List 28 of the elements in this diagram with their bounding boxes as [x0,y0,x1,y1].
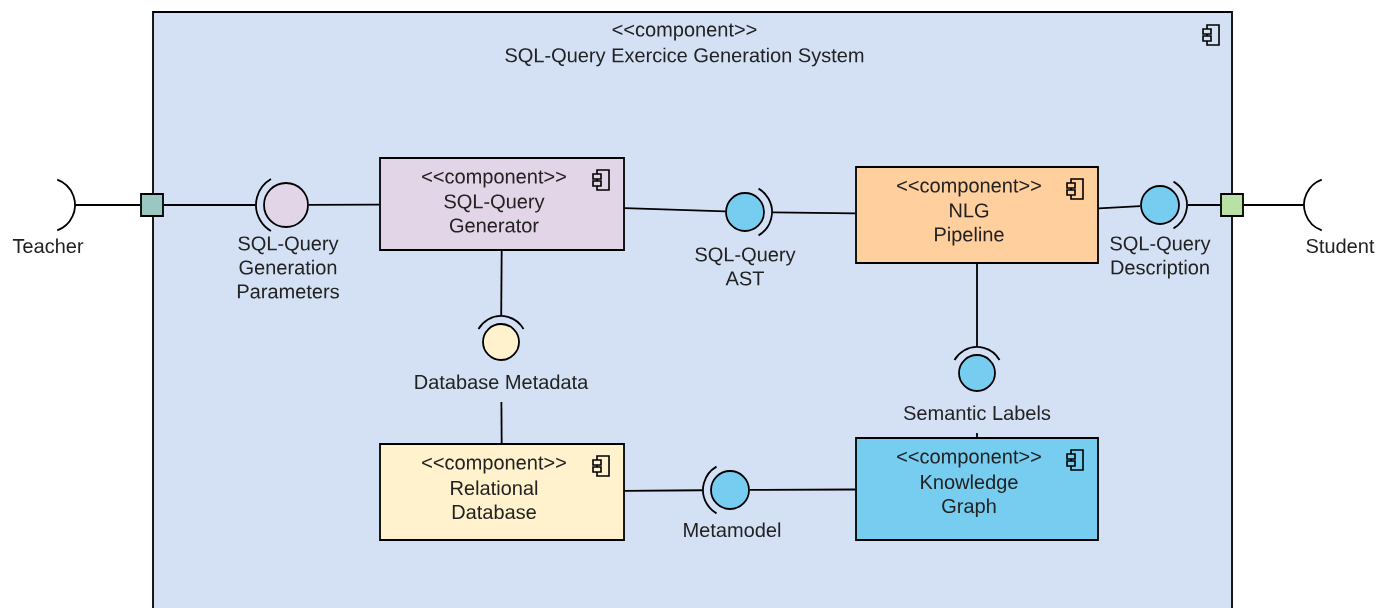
connector-line [976,263,978,347]
connector-line [500,250,503,316]
connector-line [1098,205,1142,210]
component-box: <<component>> NLG Pipeline [855,166,1099,264]
component-box: <<component>> SQL-Query Generator [379,157,625,251]
actor-label: Student [1306,238,1375,254]
actor-label: Teacher [12,238,84,254]
interface-label: Semantic Labels [904,405,1051,421]
connector-line [976,432,978,438]
connector-line [772,211,856,215]
interface-label: SQL-Query Description [1110,236,1211,279]
connector-line [163,204,256,206]
connector-line [624,207,726,213]
connector-line [1243,204,1305,206]
connector-line [74,204,141,206]
interface-label: Database Metadata [415,374,589,390]
connector-line [500,401,503,444]
connector-line [749,488,856,491]
connector-line [308,203,380,206]
interface-label: Metamodel [684,522,781,538]
interface-label: SQL-Query AST [695,247,796,286]
component-box: <<component>> Relational Database [379,443,625,541]
component-box: <<component>> Knowledge Graph [855,437,1099,541]
connector-line [1187,204,1221,206]
port-square [140,193,164,217]
port-square [1220,193,1244,217]
connector-line [624,489,703,492]
interface-label: SQL-Query Generation Parameters [237,236,339,299]
